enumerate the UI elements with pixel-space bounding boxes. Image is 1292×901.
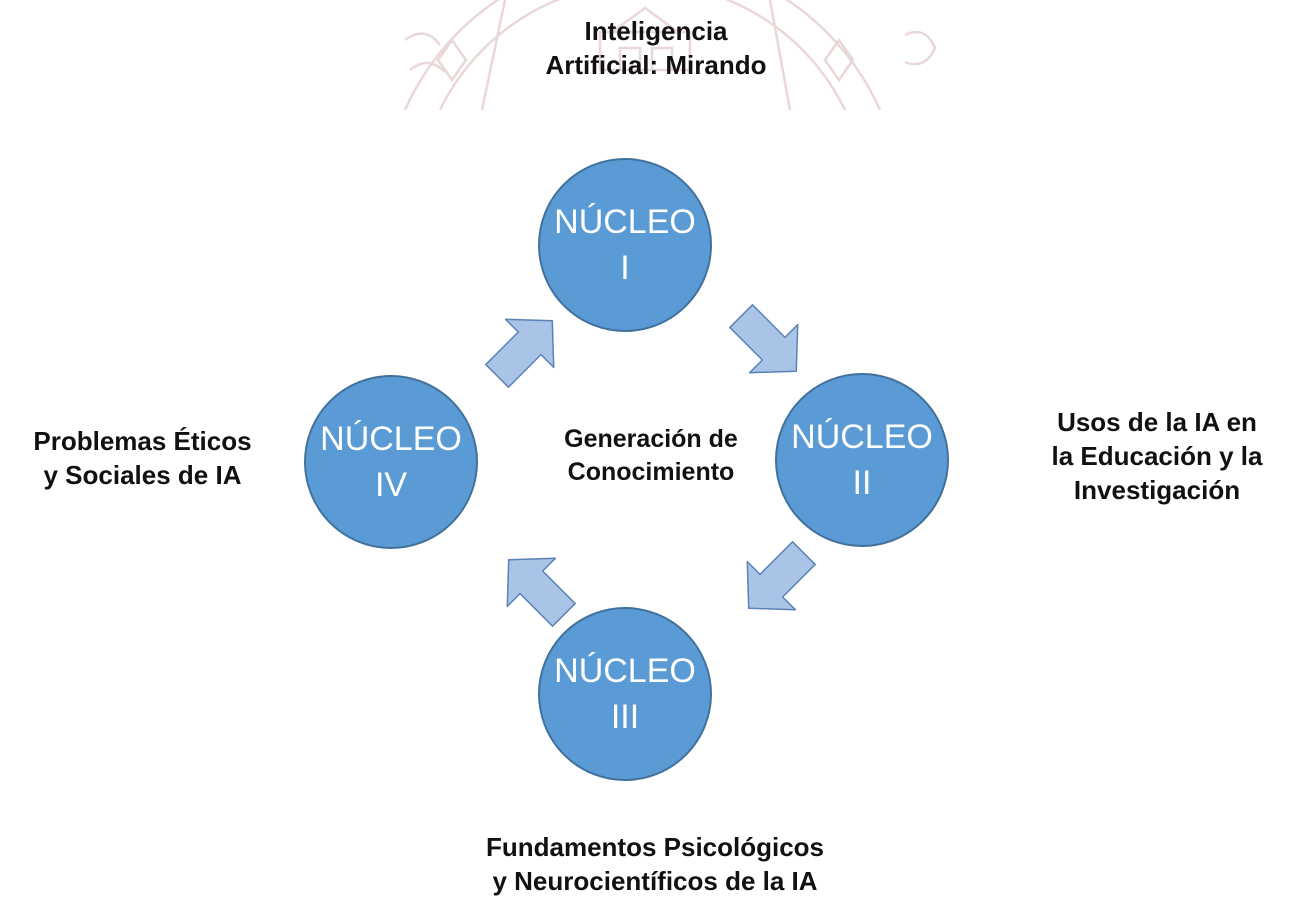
- nucleo-1-circle: NÚCLEO I: [538, 158, 712, 332]
- center-label-line-2: Conocimiento: [567, 458, 735, 486]
- label-right-line-2: la Educación y la: [1051, 441, 1263, 471]
- center-label-line-1: Generación de: [564, 425, 738, 453]
- nucleo-3-numeral: III: [610, 698, 640, 736]
- arrow-nucleo-3-to-4-icon: [506, 557, 576, 627]
- nucleo-1-numeral: I: [620, 249, 630, 287]
- nucleo-3-circle: NÚCLEO III: [538, 607, 712, 781]
- arrow-nucleo-4-to-1-icon: [485, 318, 555, 388]
- label-left-line-1: Problemas Éticos: [33, 426, 252, 456]
- label-right-line-1: Usos de la IA en: [1057, 407, 1257, 437]
- label-left-problemas-eticos: Problemas Éticos y Sociales de IA: [0, 424, 285, 492]
- label-left-line-2: y Sociales de IA: [43, 460, 242, 490]
- nucleo-2-numeral: II: [852, 464, 872, 502]
- label-top-inteligencia-artificial: Inteligencia Artificial: Mirando: [496, 14, 816, 82]
- arrow-nucleo-1-to-2-icon: [729, 304, 799, 374]
- nucleo-2-title: NÚCLEO: [791, 418, 933, 456]
- label-bottom-line-2: y Neurocientíficos de la IA: [492, 866, 818, 896]
- university-seal-watermark-icon: [403, 0, 937, 110]
- center-label-generacion: Generación de Conocimiento: [520, 423, 782, 489]
- nucleo-4-title: NÚCLEO: [320, 420, 462, 458]
- label-top-line-2: Artificial: Mirando: [545, 50, 767, 80]
- nucleo-4-circle: NÚCLEO IV: [304, 375, 478, 549]
- label-bottom-line-1: Fundamentos Psicológicos: [485, 832, 825, 862]
- label-right-usos-ia: Usos de la IA en la Educación y la Inves…: [1022, 405, 1292, 507]
- label-top-line-1: Inteligencia: [584, 16, 728, 46]
- nucleo-3-title: NÚCLEO: [554, 652, 696, 690]
- label-right-line-3: Investigación: [1073, 475, 1241, 505]
- nucleo-1-title: NÚCLEO: [554, 203, 696, 241]
- nucleo-2-circle: NÚCLEO II: [775, 373, 949, 547]
- arrow-nucleo-2-to-3-icon: [746, 541, 816, 611]
- nucleo-4-numeral: IV: [374, 466, 408, 504]
- label-bottom-fundamentos: Fundamentos Psicológicos y Neurocientífi…: [420, 830, 890, 898]
